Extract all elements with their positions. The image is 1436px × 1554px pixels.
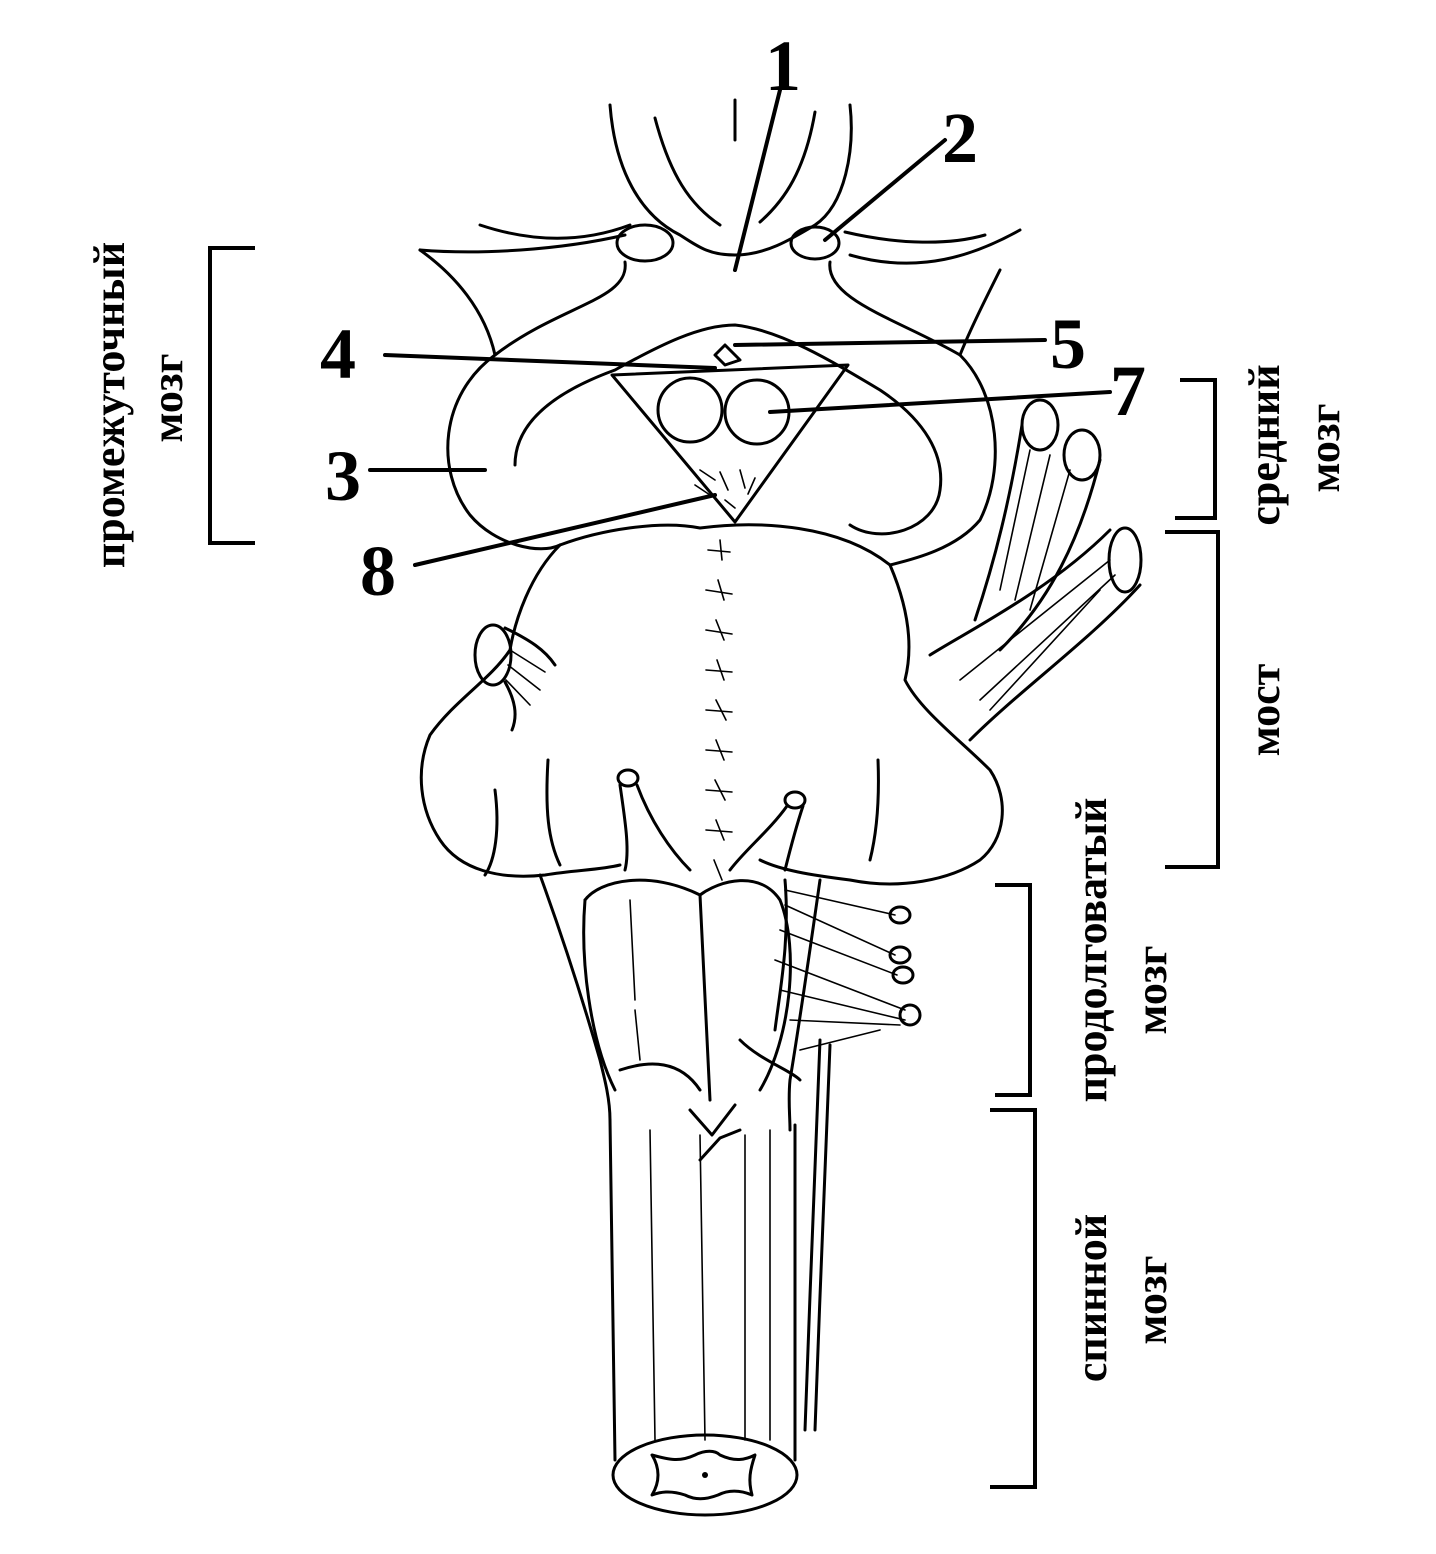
- lower-cranial-nerves: [773, 878, 922, 1432]
- mammillary-bodies: [615, 223, 841, 263]
- spinal-cord: [608, 1118, 799, 1517]
- leader-lines: [368, 88, 1112, 567]
- region-spinal-line1: спинной: [1067, 1213, 1116, 1383]
- region-medulla-line1: продолговатый: [1067, 797, 1116, 1103]
- region-diencephalon-line1: промежуточный: [85, 241, 134, 569]
- abducens-nerves: [616, 768, 807, 872]
- right-nerve-bundle: [928, 398, 1143, 742]
- label-4: 4: [320, 314, 356, 394]
- label-3: 3: [325, 436, 361, 516]
- label-1: 1: [765, 26, 801, 106]
- region-diencephalon-line2: мозг: [143, 353, 192, 443]
- pons: [419, 523, 1004, 886]
- label-5: 5: [1050, 304, 1086, 384]
- region-pons: мост: [1240, 663, 1289, 757]
- region-midbrain-line2: мозг: [1300, 403, 1349, 493]
- interpeduncular-triangle: [610, 343, 850, 524]
- medulla: [538, 873, 822, 1162]
- left-nerve-stub: [473, 623, 557, 732]
- region-spinal-line2: мозг: [1127, 1255, 1176, 1345]
- label-8: 8: [360, 531, 396, 611]
- region-medulla-line2: мозг: [1127, 945, 1176, 1035]
- optic-tracts: [418, 98, 1022, 357]
- label-2: 2: [942, 98, 978, 178]
- region-brackets: [208, 246, 1220, 1489]
- region-midbrain-line1: средний: [1240, 364, 1289, 526]
- label-7: 7: [1110, 351, 1146, 431]
